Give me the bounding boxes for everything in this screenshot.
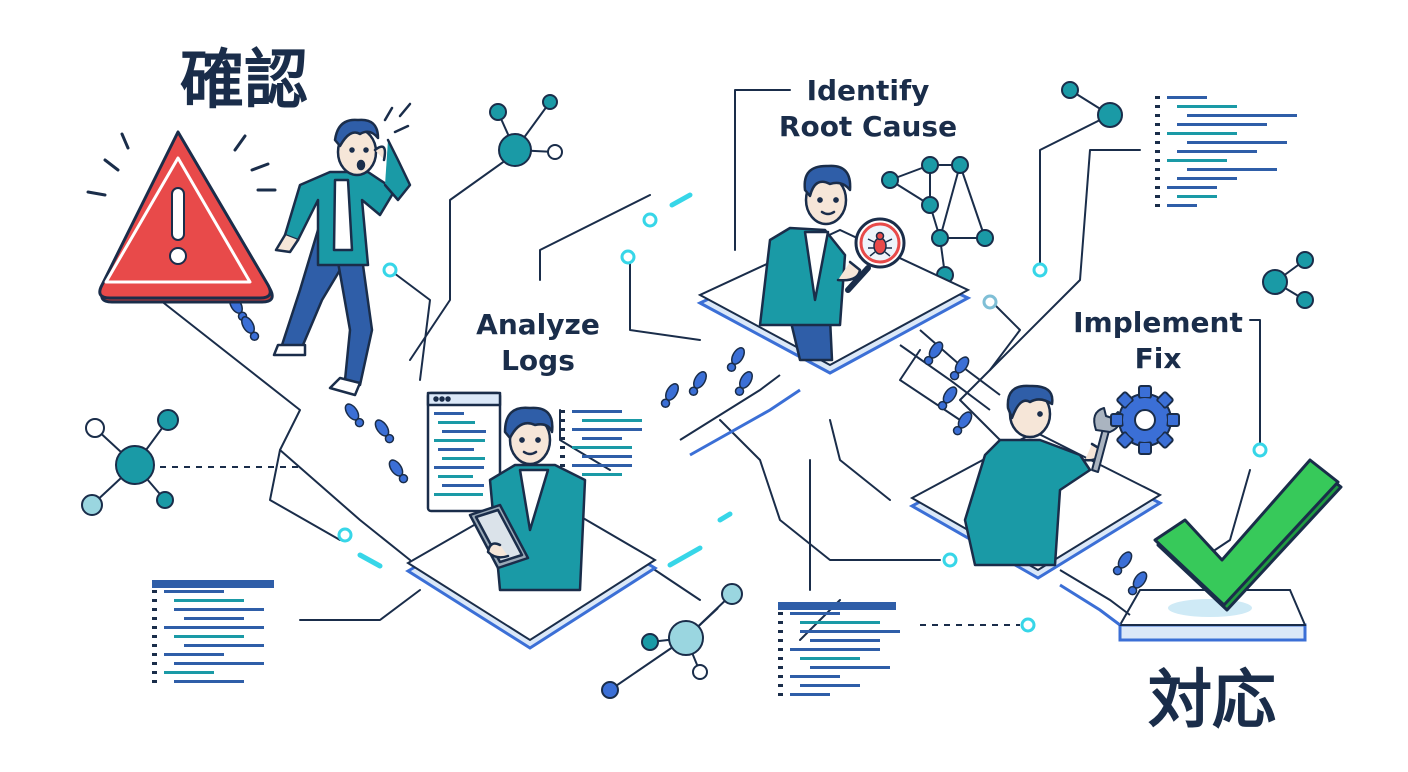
- checkmark-icon: [1153, 458, 1343, 612]
- platform-finish: [1118, 589, 1307, 642]
- step-implement-line2: Fix: [1135, 342, 1182, 375]
- code-snippet-top-right: [1155, 96, 1297, 207]
- network-cluster-left: [81, 409, 179, 516]
- network-cluster-top: [489, 94, 563, 167]
- gear-icon: [1110, 385, 1180, 455]
- code-snippet-analyze: [560, 410, 642, 476]
- warning-triangle-icon: [86, 130, 277, 304]
- title-start: 確認: [180, 44, 308, 118]
- network-cluster-bottom: [601, 583, 743, 699]
- circuit-lines: [159, 89, 1261, 641]
- step-label-identify: Identify Root Cause: [779, 74, 957, 143]
- step-identify-line2: Root Cause: [779, 110, 957, 143]
- circuit-dashes: [160, 466, 1020, 626]
- person-alarmed: [272, 102, 412, 397]
- step-analyze-line1: Analyze: [476, 308, 600, 341]
- title-end: 対応: [1148, 664, 1276, 738]
- person-analyzing: [426, 391, 587, 592]
- step-label-analyze: Analyze Logs: [476, 308, 600, 377]
- code-snippet-middle: [778, 602, 900, 696]
- step-analyze-line2: Logs: [501, 344, 575, 377]
- code-snippet-left: [152, 580, 274, 683]
- footprints: [229, 296, 1148, 596]
- network-cluster-root-cause: [881, 156, 994, 284]
- bug-icon: [867, 231, 893, 257]
- step-identify-line1: Identify: [807, 74, 930, 107]
- network-cluster-top-right: [1061, 81, 1123, 128]
- person-fixing: [963, 384, 1104, 567]
- person-investigating: [758, 164, 871, 362]
- step-label-implement: Implement Fix: [1073, 306, 1243, 375]
- step-implement-line1: Implement: [1073, 306, 1243, 339]
- network-cluster-right: [1262, 251, 1314, 309]
- glow-nodes: [337, 192, 1268, 633]
